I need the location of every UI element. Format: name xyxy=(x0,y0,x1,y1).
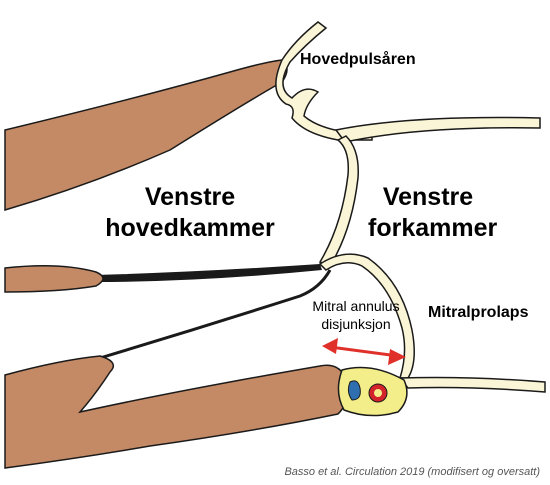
label-left-atrium-line2: forkammer xyxy=(368,213,488,244)
label-left-atrium: Venstre forkammer xyxy=(368,182,488,244)
artery-lumen xyxy=(374,389,382,397)
label-left-ventricle-line1: Venstre xyxy=(90,182,290,213)
citation: Basso et al. Circulation 2019 (modifiser… xyxy=(284,466,540,479)
label-left-ventricle-line2: hovedkammer xyxy=(90,213,290,244)
label-mad-line1: Mitral annulus xyxy=(286,297,426,315)
label-mad-line2: disjunksjon xyxy=(286,315,426,333)
coronary-vein xyxy=(348,381,360,400)
label-mitral-prolapse: Mitralprolaps xyxy=(428,303,528,323)
label-left-ventricle: Venstre hovedkammer xyxy=(90,182,290,244)
label-aorta: Hovedpulsåren xyxy=(300,50,416,70)
disjunction-arrow xyxy=(322,338,406,365)
aortic-wall xyxy=(276,22,372,140)
anterior-mitral-leaflet xyxy=(95,264,322,282)
label-left-atrium-line1: Venstre xyxy=(368,182,488,213)
aortic-outer-wall xyxy=(336,118,540,143)
atrial-wall xyxy=(320,136,358,266)
label-mitral-annular-disjunction: Mitral annulus disjunksjon xyxy=(286,297,426,333)
atrial-floor xyxy=(400,378,545,393)
papillary-tissue xyxy=(5,266,103,292)
lower-myocardium xyxy=(5,356,348,468)
